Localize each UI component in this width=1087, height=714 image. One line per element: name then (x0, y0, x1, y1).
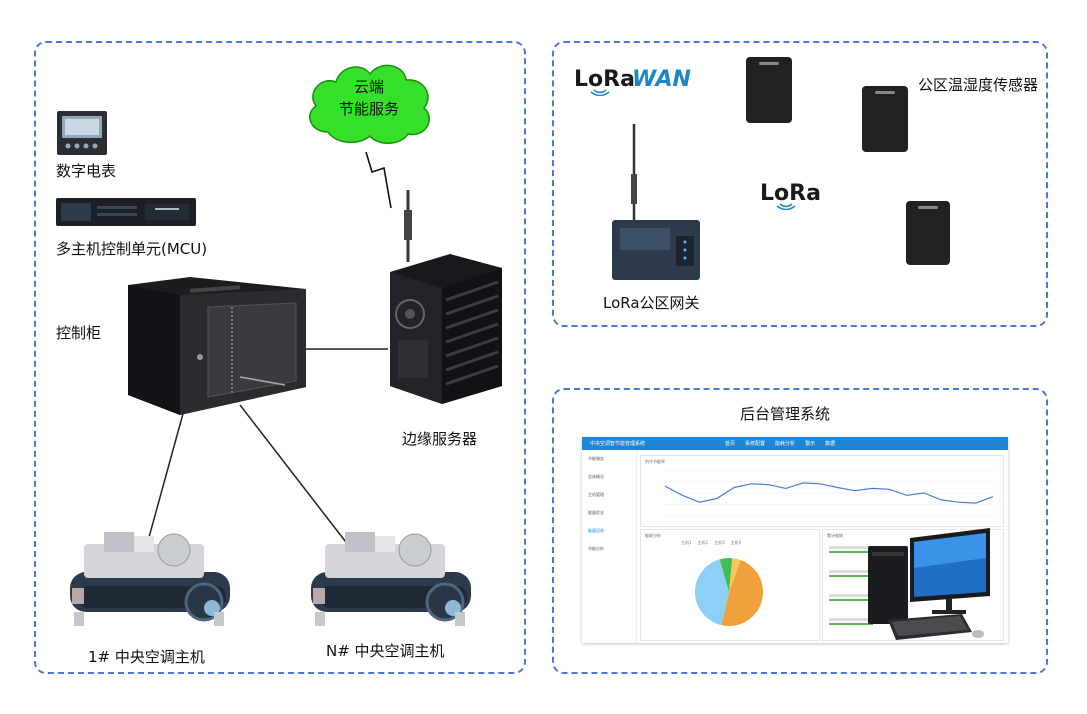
svg-text:LoRa: LoRa (574, 67, 635, 92)
sensor-icon-3 (906, 201, 950, 265)
cloud-label-line2: 节能服务 (338, 100, 399, 118)
sensor-icon-2 (862, 86, 908, 152)
lorawan-logo-graphic: LoRa WAN (574, 67, 691, 97)
left-panel (34, 41, 526, 674)
meter-label: 数字电表 (56, 162, 117, 180)
admin-sidebar-item[interactable]: 主机管理 (588, 492, 604, 497)
mcu-icon (56, 198, 196, 226)
gateway-icon (612, 124, 700, 280)
admin-nav-item[interactable]: 系统配置 (745, 441, 766, 447)
admin-nav-item[interactable]: 首页 (725, 441, 736, 447)
sensors-label: 公区温湿度传感器 (918, 76, 1039, 94)
admin-nav-item[interactable]: 警示 (805, 441, 816, 447)
edge-server-label: 边缘服务器 (402, 430, 478, 448)
cloud-icon (309, 64, 430, 144)
admin-pie-legend: 主机1 主机2 主机3 主机4 (681, 540, 741, 546)
cloud-label: 云端 节能服务 (300, 76, 438, 120)
admin-topbar: 中央空调智节能管理系统 首页 系统配置 能耗分析 警示 数据 (582, 437, 1008, 450)
meter-icon (57, 111, 107, 155)
cloud-label-line1: 云端 (353, 78, 384, 96)
legend-item: 主机4 (730, 540, 742, 545)
pie-slice (719, 558, 733, 592)
chiller-1-icon (70, 532, 230, 626)
bottom-right-panel (552, 388, 1048, 674)
admin-sidebar-item[interactable]: 总体概况 (588, 474, 604, 479)
lorawan-logo: LoRa WAN (572, 62, 696, 97)
legend-item: 主机3 (714, 540, 725, 545)
admin-line-title: 供冷节能率 (645, 459, 665, 464)
legend-item: 主机2 (697, 540, 709, 545)
mcu-label: 多主机控制单元(MCU) (56, 240, 208, 258)
admin-sidebar-item[interactable]: 能量优化 (588, 510, 604, 515)
admin-sidebar: 节能服务 总体概况 主机管理 能量优化 能量回收 节能分析 (582, 450, 637, 643)
lora-logo-graphic: LoRa (760, 181, 821, 211)
admin-pie-card: 能耗分析 主机1 主机2 主机3 主机4 (640, 529, 820, 641)
desktop-computer-icon (868, 528, 990, 640)
cabinet-label: 控制柜 (56, 324, 102, 342)
svg-text:LoRa: LoRa (760, 181, 821, 206)
admin-nav-item[interactable]: 能耗分析 (775, 441, 796, 447)
chiller-1-label: 1# 中央空调主机 (88, 648, 205, 666)
pie-slice (721, 560, 764, 627)
admin-line-card: 供冷节能率 (640, 455, 1004, 527)
admin-line-chart (664, 469, 994, 517)
pie-slice (695, 559, 729, 626)
chiller-n-icon (311, 532, 471, 626)
admin-app-title: 中央空调智节能管理系统 (590, 441, 646, 447)
pie-slice (729, 558, 741, 592)
legend-item: 主机1 (681, 540, 692, 545)
admin-sidebar-item-active[interactable]: 能量回收 (588, 528, 604, 533)
cabinet-chillern-link (239, 404, 353, 551)
edge-server-icon (390, 190, 502, 404)
lora-logo: LoRa (758, 176, 822, 211)
admin-sidebar-item[interactable]: 节能服务 (588, 456, 604, 461)
admin-pie-chart (695, 558, 764, 627)
sensor-icon-1 (746, 57, 792, 123)
line-series (664, 482, 994, 504)
svg-text:WAN: WAN (632, 67, 691, 92)
cabinet-icon (128, 277, 306, 415)
wireless-bolt-icon (365, 151, 392, 209)
gateway-label: LoRa公区网关 (603, 294, 700, 312)
admin-list-title: 累计能耗 (827, 533, 843, 538)
admin-pie-title: 能耗分析 (645, 533, 661, 538)
top-right-panel (552, 41, 1048, 327)
admin-nav-item[interactable]: 数据 (825, 441, 836, 447)
admin-sidebar-item[interactable]: 节能分析 (588, 546, 604, 551)
backend-label: 后台管理系统 (740, 405, 831, 423)
chiller-n-label: N# 中央空调主机 (326, 642, 445, 660)
admin-nav: 首页 系统配置 能耗分析 警示 数据 (725, 440, 835, 447)
